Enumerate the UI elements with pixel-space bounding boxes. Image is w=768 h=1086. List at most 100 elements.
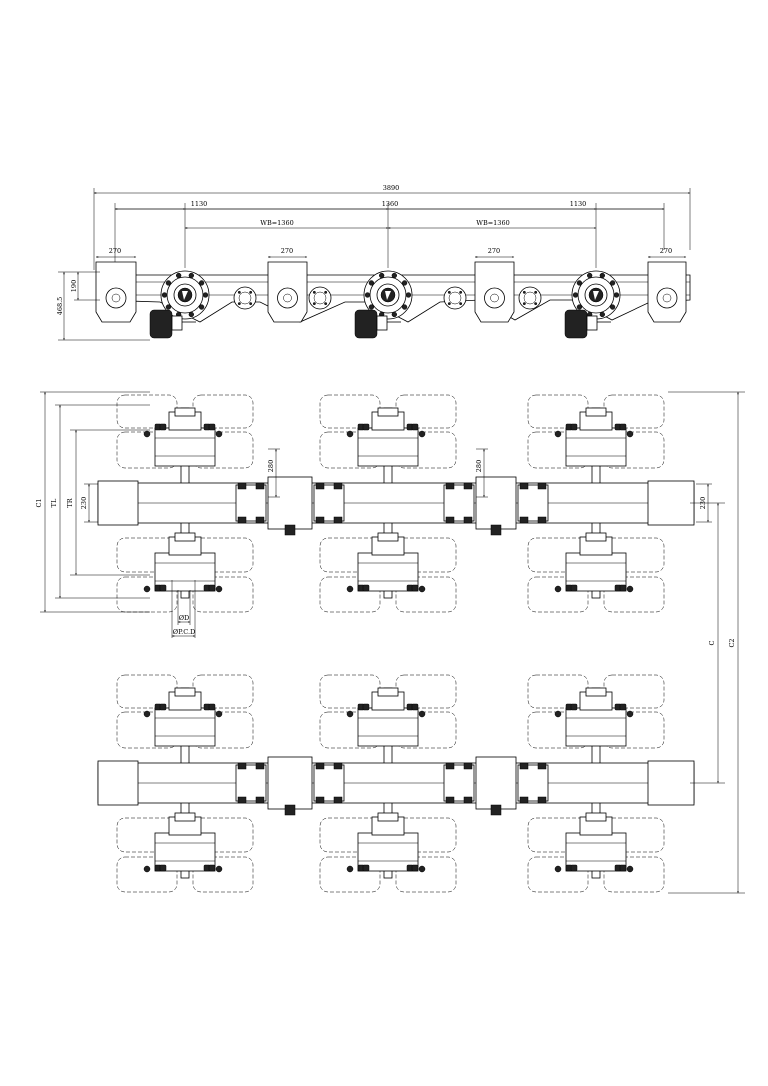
hub-drum <box>143 407 223 467</box>
tyre-outline <box>319 537 381 573</box>
stud-diameter-label: ØD <box>179 614 190 622</box>
tyre-outline <box>527 856 589 893</box>
hub-drum <box>346 407 426 467</box>
tyre-outline <box>603 394 665 429</box>
bracket-width-label-4: 270 <box>660 247 672 255</box>
hanger-width-label-1: 280 <box>267 460 275 472</box>
side-view-dimensions: 3890 1130 1360 1130 WB=1360 WB=1360 270 … <box>56 184 691 341</box>
tyre-outline <box>527 817 589 853</box>
wheelbase-right-label: WB=1360 <box>476 219 509 227</box>
tyre-outline <box>527 537 589 573</box>
spring-eye <box>443 286 467 310</box>
pitch-circle-label: ØP.C.D <box>173 628 195 636</box>
tyre-outline <box>395 576 457 613</box>
hub-drum <box>346 687 426 747</box>
tyre-outline <box>527 576 589 613</box>
brake-chamber <box>564 309 611 339</box>
tyre-outline <box>603 711 665 749</box>
tyre-outline <box>319 674 381 709</box>
tyre-outline <box>603 576 665 613</box>
tyre-outline <box>319 394 381 429</box>
tyre-outline <box>116 537 178 573</box>
tyre-outline <box>192 394 254 429</box>
end-bracket <box>97 760 139 806</box>
spring-eye <box>233 286 257 310</box>
plan-view-upper <box>97 394 695 613</box>
bracket-width-label-1: 270 <box>109 247 121 255</box>
brake-chamber <box>149 309 196 339</box>
axle-assembly <box>527 674 665 893</box>
tyre-outline <box>603 431 665 469</box>
end-bracket <box>647 760 695 806</box>
wheel-hub <box>571 270 621 320</box>
center-hanger <box>443 756 549 816</box>
brake-chamber <box>354 309 401 339</box>
c2-label: C2 <box>728 638 736 647</box>
hub-drum <box>554 532 634 593</box>
tl-label: TL <box>50 498 58 507</box>
tyre-outline <box>527 674 589 709</box>
tyre-outline <box>395 394 457 429</box>
axle-assembly <box>319 394 457 613</box>
tyre-outline <box>116 856 178 893</box>
spacing-right-label: 1130 <box>570 200 587 208</box>
height-total-label: 468.5 <box>56 297 64 316</box>
wheelbase-left-label: WB=1360 <box>260 219 293 227</box>
wheel-hub <box>160 270 210 320</box>
spring-eye <box>308 286 332 310</box>
beam-width-left-label: 230 <box>80 497 88 509</box>
end-bracket <box>97 480 139 526</box>
c1-label: C1 <box>35 498 43 507</box>
spacing-left-label: 1130 <box>191 200 208 208</box>
hanger-bracket <box>474 261 515 323</box>
wheel-hub <box>363 270 413 320</box>
tyre-outline <box>116 817 178 853</box>
beam-width-right-label: 230 <box>699 497 707 509</box>
spacing-center-label: 1360 <box>382 200 399 208</box>
tyre-outline <box>192 711 254 749</box>
tyre-outline <box>319 856 381 893</box>
center-hanger <box>235 476 345 536</box>
height-bracket-label: 190 <box>70 280 78 292</box>
tyre-outline <box>395 856 457 893</box>
c-label: C <box>708 640 716 645</box>
hub-drum <box>143 687 223 747</box>
bracket-width-label-2: 270 <box>281 247 293 255</box>
hub-drum <box>554 407 634 467</box>
tyre-outline <box>116 394 178 429</box>
tyre-outline <box>192 431 254 469</box>
hanger-bracket <box>647 261 687 323</box>
tyre-outline <box>395 674 457 709</box>
tyre-outline <box>192 856 254 893</box>
tyre-outline <box>603 674 665 709</box>
hub-drum <box>143 812 223 873</box>
hub-drum <box>554 812 634 873</box>
tyre-outline <box>527 394 589 429</box>
tyre-outline <box>395 711 457 749</box>
plan-view-dimensions: C1 TL TR 230 230 280 280 ØD ØP.C.D C C2 <box>35 391 745 894</box>
tyre-outline <box>319 576 381 613</box>
end-bracket <box>647 480 695 526</box>
hub-drum <box>554 687 634 747</box>
center-hanger <box>235 756 345 816</box>
tyre-outline <box>116 674 178 709</box>
spring-eye <box>518 286 542 310</box>
tyre-outline <box>603 856 665 893</box>
plan-view-lower <box>97 674 695 893</box>
hub-drum <box>346 532 426 593</box>
overall-length-label: 3890 <box>383 184 400 192</box>
hub-drum <box>143 532 223 593</box>
tyre-outline <box>192 576 254 613</box>
hanger-bracket <box>267 261 308 323</box>
tyre-outline <box>319 817 381 853</box>
tr-label: TR <box>66 497 74 507</box>
bracket-width-label-3: 270 <box>488 247 500 255</box>
tyre-outline <box>395 431 457 469</box>
hanger-width-label-2: 280 <box>475 460 483 472</box>
center-hanger <box>443 476 549 536</box>
side-elevation-view <box>95 261 691 339</box>
hanger-bracket <box>95 261 137 323</box>
hub-drum <box>346 812 426 873</box>
tyre-outline <box>192 674 254 709</box>
